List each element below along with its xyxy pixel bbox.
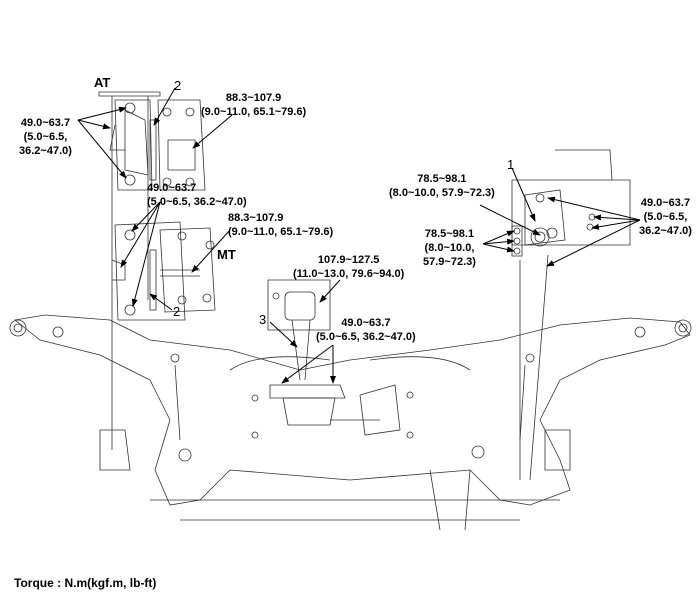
- torque-engine-mount-center: 78.5~98.1 (8.0~10.0, 57.9~72.3): [389, 173, 495, 199]
- leader-line: [149, 293, 173, 311]
- mt-label: MT: [217, 247, 236, 262]
- leader-line: [77, 119, 111, 130]
- callout-part-1: 1: [507, 157, 515, 172]
- torque-roll-rod-upper: 107.9~127.5 (11.0~13.0, 79.6~94.0): [293, 254, 405, 280]
- leader-line: [479, 204, 541, 236]
- callout-part-2-bottom: 2: [173, 304, 181, 319]
- torque-mt-right-bolt: 88.3~107.9 (9.0~11.0, 65.1~79.6): [228, 212, 334, 238]
- transmission-mount-bracket: [98, 91, 216, 450]
- leader-line: [131, 201, 161, 232]
- leader-line: [547, 196, 641, 221]
- leader-line: [269, 321, 298, 348]
- at-label: AT: [94, 75, 111, 90]
- torque-mt-left-bolts: 49.0~63.7 (5.0~6.5, 36.2~47.0): [147, 182, 247, 208]
- leader-line: [482, 230, 515, 245]
- engine-mount-bracket: [511, 149, 631, 481]
- leader-line: [77, 119, 127, 179]
- leader-line: [131, 201, 161, 307]
- leader-line: [192, 114, 233, 149]
- callout-part-3: 3: [259, 312, 267, 327]
- leader-line: [482, 238, 515, 245]
- torque-engine-mount-right: 49.0~63.7 (5.0~6.5, 36.2~47.0): [639, 197, 692, 237]
- callout-part-2-top: 2: [174, 78, 182, 93]
- leader-line: [546, 219, 641, 267]
- torque-at-left-bolts: 49.0~63.7 (5.0~6.5, 36.2~47.0): [19, 117, 72, 157]
- leader-line: [511, 167, 536, 222]
- torque-at-right-bolt: 88.3~107.9 (9.0~11.0, 65.1~79.6): [201, 92, 307, 118]
- leader-line: [281, 344, 334, 384]
- leader-line: [593, 214, 641, 221]
- leader-line: [482, 243, 515, 253]
- torque-engine-mount-left: 78.5~98.1 (8.0~10.0, 57.9~72.3): [423, 228, 476, 268]
- leader-line: [591, 219, 641, 230]
- torque-units-caption: Torque : N.m(kgf.m, lb-ft): [14, 576, 157, 590]
- leader-line: [77, 106, 127, 121]
- leader-line: [153, 87, 176, 126]
- torque-roll-rod-lower: 49.0~63.7 (5.0~6.5, 36.2~47.0): [316, 317, 416, 343]
- leader-line: [120, 201, 161, 268]
- leader-line: [191, 229, 231, 273]
- leader-line: [319, 279, 341, 303]
